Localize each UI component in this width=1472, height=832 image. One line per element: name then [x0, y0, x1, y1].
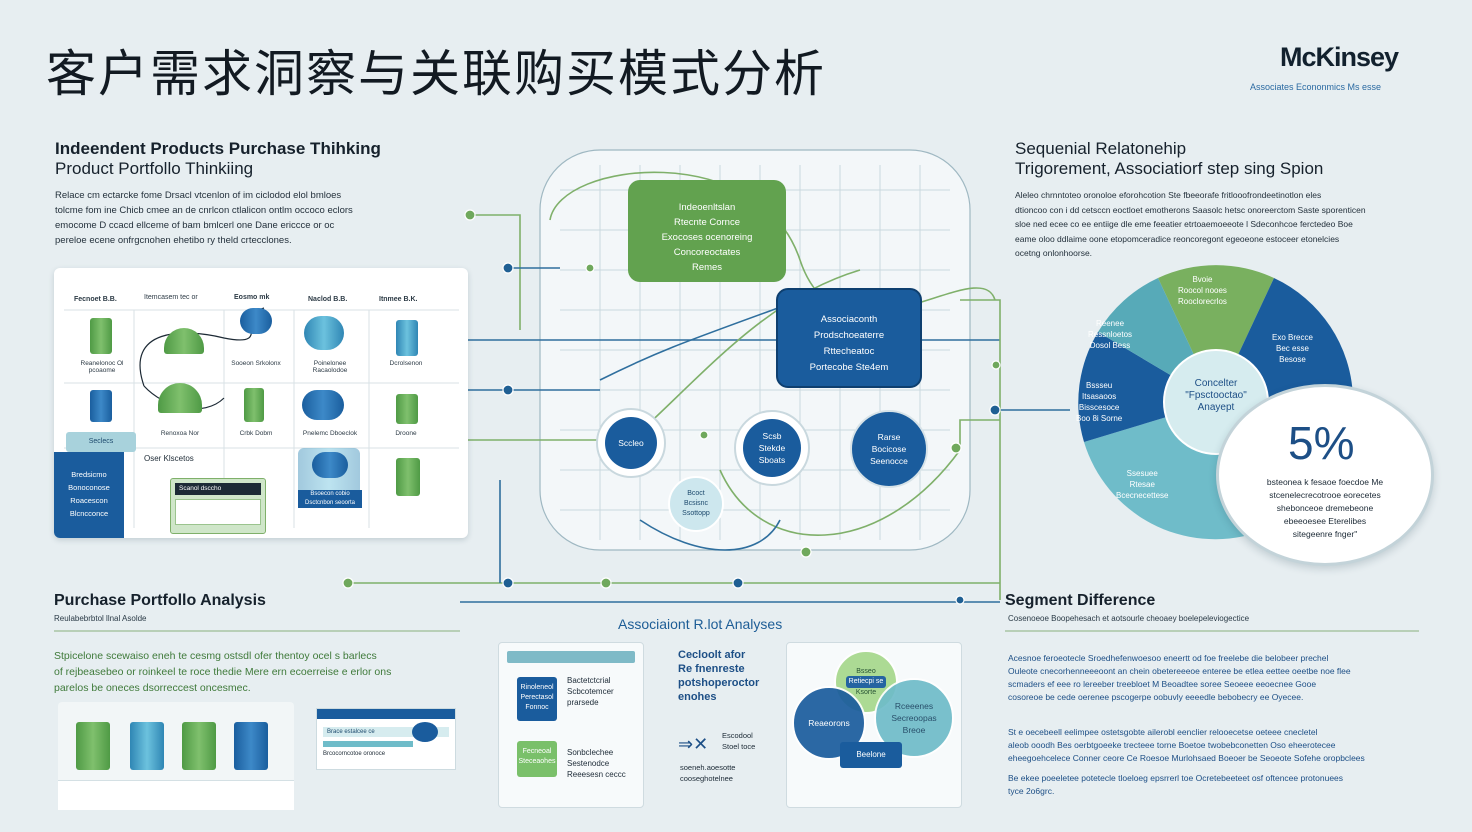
- column-header: Eosmo mk: [234, 294, 270, 301]
- callout-label: Seclecs: [66, 432, 136, 452]
- product-image: [412, 722, 438, 742]
- product-image: [182, 722, 216, 770]
- page-title: 客户需求洞察与关联购买模式分析: [46, 45, 826, 103]
- cell-caption: Reanelonoc Ol pcoaome: [80, 360, 124, 374]
- bottom-left-title: Purchase Portfollo Analysis: [54, 592, 266, 609]
- pie-wedge-label: Bvoie Roocol nooes Rooclorecrlos: [1178, 275, 1227, 306]
- association-note-2: Escodool Stoel toce: [722, 731, 756, 751]
- right-section-title: Sequenial Relatonehip: [1015, 139, 1187, 158]
- column-header: Fecnoet B.B.: [74, 296, 117, 303]
- product-image: [396, 394, 418, 424]
- chip: Rinoleneol Perectasol Fonnoc: [517, 677, 557, 721]
- product-shelf: [58, 702, 294, 810]
- node-circle: Rarse Bocicose Seenocce: [850, 410, 928, 488]
- bottom-right-paragraph-2: St e oecebeell eelimpee ostetsgobte aile…: [1008, 727, 1365, 763]
- item-text: Bactetctcrial Scbcotemcer prarsede: [567, 676, 614, 707]
- pie-wedge-label: Exo Brecce Bec esse Besose: [1272, 333, 1313, 364]
- association-note-3: soeneh.aoesotte cooseghotelnee: [680, 763, 736, 783]
- column-header: Itnmee B.K.: [379, 296, 418, 303]
- column-header: Naclod B.B.: [308, 296, 348, 303]
- label-chip: Bsoecon cobio Dsctcnbon seoorta: [298, 490, 362, 508]
- association-node: Associaconth Prodschoeaterre Rttecheatoc…: [776, 288, 922, 388]
- product-grid-table: Fecnoet B.B. Itemcasem tec or Eosmo mk N…: [54, 268, 468, 538]
- pie-wedge-label: Bssseu Itsasaoos Bisscesoce Boo 8i Sorne: [1076, 381, 1123, 423]
- item-text: Sonbclechee Sestenodce Reeesesn ceccc: [567, 748, 626, 779]
- left-section-paragraph: Relace cm ectarcke fome Drsacl vtcenlon …: [55, 190, 353, 246]
- pie-wedge-label: Reenee Ressnloetos Dosol Bess: [1088, 319, 1133, 350]
- product-image: [90, 390, 112, 422]
- cell-caption: Droone: [395, 430, 417, 437]
- venn-circle-left: Reaeorons: [792, 686, 866, 760]
- cell-caption: Sooeon Srkolonx: [231, 360, 281, 367]
- product-image: [90, 318, 112, 354]
- product-image: [234, 722, 268, 770]
- cell-caption: Crbk Dobm: [239, 430, 273, 437]
- row-label: Oser Klscetos: [144, 454, 194, 463]
- column-header: Itemcasem tec or: [144, 294, 198, 301]
- bottom-left-paragraph: Stpicelone scewaiso eneh te cesmg ostsdl…: [54, 650, 392, 694]
- percent-description: bsteonea k fesaoe foecdoe Me stcenelecre…: [1266, 477, 1384, 539]
- highlight-box: Bredsicmo Bonoconose Roacescon Blcncconc…: [54, 452, 124, 538]
- product-image: [244, 388, 264, 422]
- product-image: [302, 390, 344, 420]
- left-section-title: Indeendent Products Purchase Thihking: [55, 139, 381, 158]
- bottom-right-paragraph: Acesnoe feroeotecle Sroedhefenwoesoo ene…: [1008, 653, 1351, 702]
- brand-tagline: Associates Econonmics Ms esse: [1250, 82, 1382, 92]
- bottom-right-title: Segment Difference: [1005, 592, 1156, 609]
- product-image: [312, 452, 348, 478]
- percent-callout: [1216, 384, 1434, 566]
- bottom-mid-title: Associaiont R.lot Analyses: [618, 616, 783, 632]
- association-note: Cecloolt afor Re fnenreste potshoperocto…: [678, 649, 760, 703]
- right-section-subtitle: Trigorement, Associatiorf step sing Spio…: [1015, 159, 1324, 178]
- product-image: [396, 320, 418, 356]
- bottom-right-paragraph-3: Be ekee poeeletee potetecle tloeloeg eps…: [1008, 773, 1344, 796]
- product-image: [130, 722, 164, 770]
- bottom-left-subtitle: Reulabebrbtol llnal Asolde: [54, 614, 147, 623]
- cell-caption: Pnelemc Dboeclok: [302, 430, 358, 437]
- flow-arrow-icon: ⇒✕: [678, 734, 709, 754]
- venn-overlap-label: Beelone: [840, 742, 902, 768]
- product-image: [396, 458, 420, 496]
- node-circle: Scsb Stekde Sboats: [734, 410, 810, 486]
- pie-center-label: Concelter "Fpsctooctao" Anayept: [1185, 378, 1247, 413]
- brand-logo: McKinsey: [1280, 42, 1399, 72]
- left-section-subtitle: Product Portfollo Thinkiing: [55, 159, 254, 178]
- cell-caption: Renoxoa Nor: [160, 430, 200, 437]
- segment-pie-chart: [1078, 265, 1354, 540]
- product-image: [158, 383, 202, 413]
- node-circle: Bcoct Bcsisnc Ssottopp: [668, 476, 724, 532]
- product-image: [304, 316, 344, 350]
- association-panel: Rinoleneol Perectasol Fonnoc Bactetctcri…: [498, 642, 644, 808]
- right-section-paragraph: Aleleo chrnntoteo oronoloe eforohcotion …: [1015, 190, 1366, 258]
- cell-caption: Dcrolsenon: [389, 360, 423, 367]
- chip: Fecneoal Steceaohes: [517, 741, 557, 777]
- divider: [54, 630, 460, 632]
- independent-node: Indeoenltslan Rtecnte Cornce Exocoses oc…: [628, 180, 786, 282]
- divider: [1005, 630, 1419, 632]
- mini-chart-panel: Brace estalcee ce Brcocorncotoe oronoce: [316, 708, 456, 770]
- product-image: [164, 328, 204, 354]
- product-image: [76, 722, 110, 770]
- node-circle: Sccleo: [596, 408, 666, 478]
- percent-value: 5%: [1288, 417, 1355, 469]
- detail-card: Scanol dsccho: [170, 478, 266, 534]
- bottom-right-subtitle: Cosenoeoe Boopehesach et aotsourle cheoa…: [1008, 614, 1250, 623]
- product-image: [240, 308, 272, 334]
- cell-caption: Poinelonee Racaolodoe: [312, 360, 348, 374]
- pie-wedge-label: Ssesuee Rtesae Bcecnecettese: [1116, 469, 1169, 500]
